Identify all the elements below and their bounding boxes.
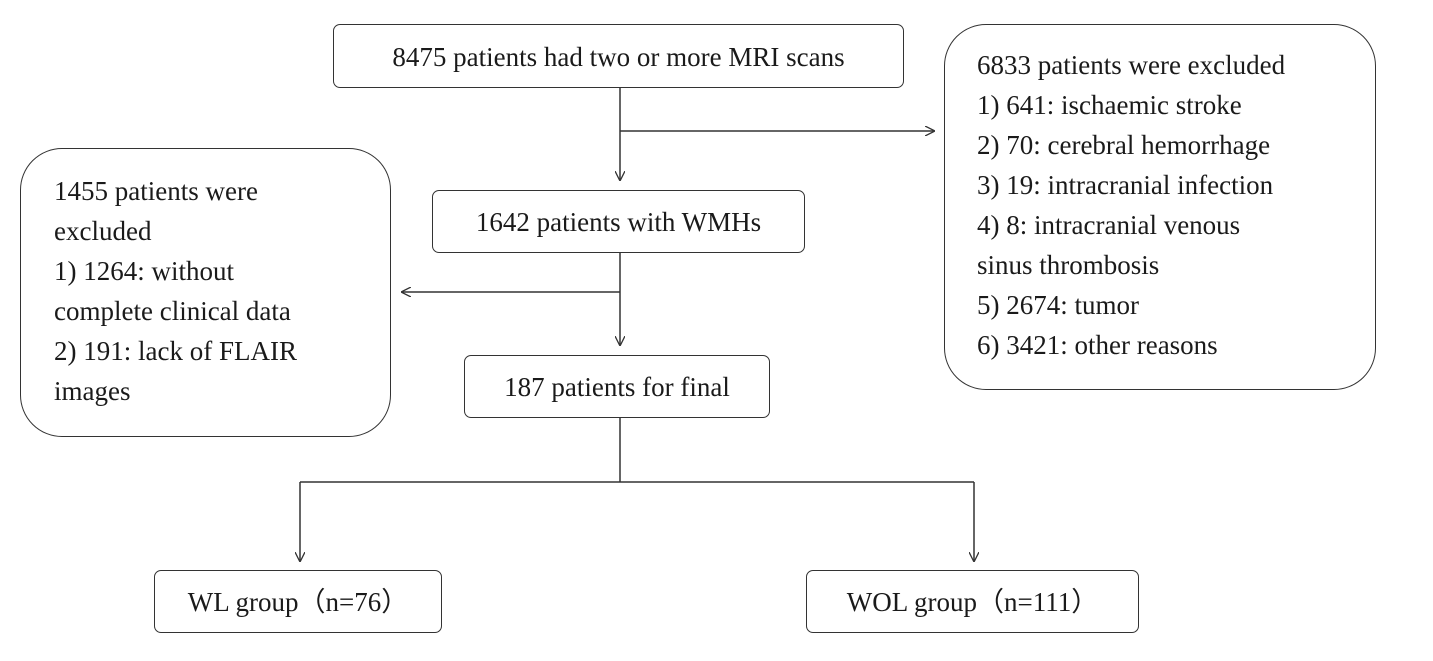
second-exclusion-line: images xyxy=(54,376,131,406)
item-word: 191: xyxy=(83,336,132,366)
first-exclusion-item: 2) 70: cerebral hemorrhage xyxy=(977,130,1271,160)
second-exclusion-line: excluded xyxy=(54,216,152,246)
item-word: of xyxy=(189,336,213,366)
first-exclusion-box: 6833 patients were excluded 1) 641: isch… xyxy=(944,24,1376,390)
second-exclusion-line: 1455 patients were xyxy=(54,176,258,206)
final-box: 187 patients for final xyxy=(464,355,770,418)
wl-group-label: WL group（n=76） xyxy=(187,587,409,617)
second-exclusion-line: complete clinical data xyxy=(54,296,291,326)
item-word: 8: xyxy=(1006,210,1028,240)
first-exclusion-item: 5) 2674: tumor xyxy=(977,290,1139,320)
second-exclusion-box: 1455 patients were excluded 1) 1264: wit… xyxy=(20,148,391,437)
start-box: 8475 patients had two or more MRI scans xyxy=(333,24,904,88)
first-exclusion-item: 3) 19: intracranial infection xyxy=(977,170,1274,200)
wol-group-label: WOL group（n=111） xyxy=(846,587,1099,617)
item-word: venous xyxy=(1163,210,1241,240)
wmh-label: 1642 patients with WMHs xyxy=(475,207,762,237)
second-exclusion-line: 1) 1264: without xyxy=(54,256,234,286)
start-label: 8475 patients had two or more MRI scans xyxy=(392,42,845,72)
wol-group-box: WOL group（n=111） xyxy=(806,570,1139,633)
wmh-box: 1642 patients with WMHs xyxy=(432,190,805,253)
wl-group-box: WL group（n=76） xyxy=(154,570,442,633)
item-word: intracranial xyxy=(1034,210,1157,240)
item-word: 2) xyxy=(54,336,77,366)
first-exclusion-item: 6) 3421: other reasons xyxy=(977,330,1218,360)
first-exclusion-item: sinus thrombosis xyxy=(977,250,1160,280)
item-word: FLAIR xyxy=(219,336,298,366)
first-exclusion-heading: 6833 patients were excluded xyxy=(977,50,1286,80)
item-word: lack xyxy=(138,336,183,366)
first-exclusion-item: 1) 641: ischaemic stroke xyxy=(977,90,1242,120)
item-word: 4) xyxy=(977,210,1000,240)
second-exclusion-line: 2) 191: lack of FLAIR xyxy=(54,331,358,371)
first-exclusion-item: 4) 8: intracranial venous xyxy=(977,205,1345,245)
final-label: 187 patients for final xyxy=(504,372,730,402)
